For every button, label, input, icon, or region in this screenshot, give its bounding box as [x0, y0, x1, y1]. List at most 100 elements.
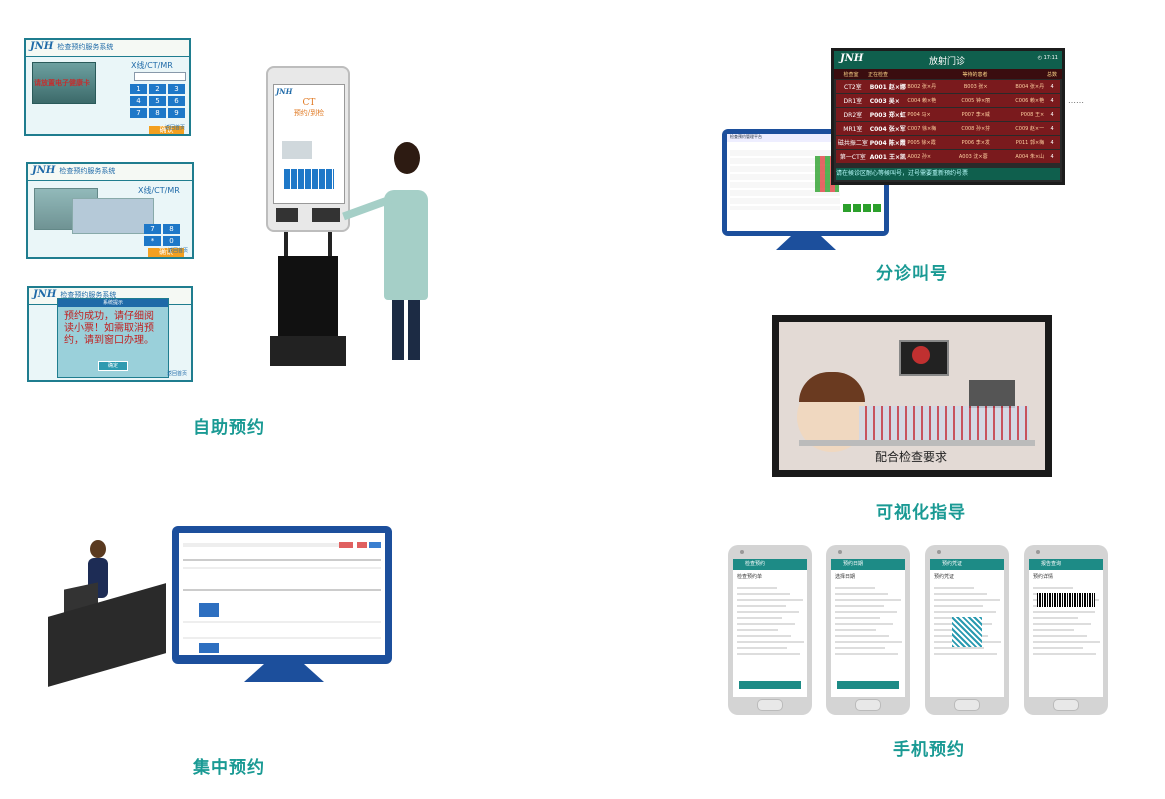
back-home-link[interactable]: 返回首页 [167, 248, 188, 254]
room-name: DR2室 [843, 112, 863, 119]
phone-title: 预约日期 [831, 559, 905, 570]
key[interactable]: 5 [149, 96, 166, 106]
camera-icon [740, 550, 744, 554]
total-count: 4 [1050, 125, 1054, 132]
key[interactable]: 2 [149, 84, 166, 94]
key[interactable]: 4 [130, 96, 147, 106]
dialog-message: 预约成功，请仔细阅读小票！如需取消预约，请到窗口办理。 [64, 311, 154, 346]
monitor-stand [776, 236, 836, 250]
success-dialog: 系统提示 预约成功，请仔细阅读小票！如需取消预约，请到窗口办理。 确定 [57, 298, 169, 378]
call-board-header: JNH 放射门诊 ◴ 17:11 [834, 51, 1062, 69]
phone-screen[interactable]: 报告查询预约详情 [1029, 559, 1103, 697]
scheduling-screen[interactable] [179, 533, 385, 655]
key[interactable]: * [144, 236, 161, 246]
keypad: 7 8 * 0 [144, 224, 180, 246]
call-board-columns: 检查室 正在检查 等待的患者 总数 [834, 69, 1062, 79]
confirm-button[interactable]: 确认 [149, 126, 184, 134]
room-name: MR1室 [843, 126, 863, 133]
confirm-button[interactable]: 确认 [148, 248, 184, 257]
home-button[interactable] [954, 699, 980, 711]
video-subtitle: 配合检查要求 [875, 450, 948, 464]
key[interactable]: 0 [163, 236, 180, 246]
kiosk-display[interactable]: JNH CT 预约/到检 [273, 84, 345, 204]
phone-screen[interactable]: 检查预约检查预约单 [733, 559, 807, 697]
back-home-link[interactable]: 返回首页 [164, 125, 185, 131]
patient-figure [342, 142, 452, 372]
phone-screen[interactable]: 预约日期选择日期 [831, 559, 905, 697]
key[interactable]: 3 [168, 84, 185, 94]
back-home-link[interactable]: 返回首页 [166, 371, 187, 377]
section-label-self-service: 自助预约 [193, 418, 265, 438]
room-name: CT2室 [844, 84, 862, 91]
kiosk-display-title: CT [302, 98, 316, 108]
camera-icon [838, 550, 842, 554]
phone-title: 报告查询 [1029, 559, 1103, 570]
home-button[interactable] [757, 699, 783, 711]
key[interactable]: 9 [168, 108, 185, 118]
home-button[interactable] [1053, 699, 1079, 711]
kiosk-title: X线/CT/MR [131, 61, 173, 70]
phone-screen[interactable]: 预约凭证预约凭证 [930, 559, 1004, 697]
action-button[interactable] [739, 681, 801, 689]
section-label-visual: 可视化指导 [876, 503, 966, 523]
call-board-time: ◴ 17:11 [1037, 55, 1058, 61]
smartphone: 检查预约检查预约单 [728, 545, 812, 715]
monitor-stand [244, 664, 324, 682]
key[interactable]: 8 [149, 108, 166, 118]
key[interactable]: 8 [163, 224, 180, 234]
current-patient: P004 陈×霞 [869, 140, 906, 147]
current-patient: C003 吴× [869, 98, 900, 105]
guidance-video-screen[interactable]: 配合检查要求 [772, 315, 1052, 477]
keypad: 1 2 3 4 5 6 7 8 9 [130, 84, 185, 118]
camera-icon [1036, 550, 1040, 554]
call-board-logo: JNH [840, 53, 864, 64]
total-count: 4 [1050, 111, 1054, 118]
front-desk [48, 540, 168, 687]
loading-dialog [72, 198, 154, 234]
room-name: DR1室 [843, 98, 863, 105]
phone-heading: 预约详情 [1033, 574, 1054, 580]
total-count: 4 [1050, 139, 1054, 146]
self-service-kiosk: JNH CT 预约/到检 [266, 66, 350, 368]
kiosk-display-logo: JNH [276, 87, 293, 96]
smartphone: 预约凭证预约凭证 [925, 545, 1009, 715]
dialog-ok-button[interactable]: 确定 [98, 361, 128, 371]
key[interactable]: 7 [130, 108, 147, 118]
current-patient: P003 郑×虹 [869, 112, 906, 119]
barcode [1037, 593, 1095, 607]
action-button[interactable] [837, 681, 899, 689]
key[interactable]: 1 [130, 84, 147, 94]
section-label-mobile: 手机预约 [893, 740, 965, 760]
card-number-input[interactable] [134, 72, 186, 81]
smartphone: 预约日期选择日期 [826, 545, 910, 715]
room-name: 磁共振二室 [837, 140, 868, 147]
phone-title: 预约凭证 [930, 559, 1004, 570]
room-name: 第一CT室 [839, 154, 866, 161]
home-button[interactable] [855, 699, 881, 711]
key[interactable]: 7 [144, 224, 161, 234]
call-board-ticker: 请在候诊区耐心等候叫号，过号需要重新预约号票 [836, 168, 1060, 180]
section-label-triage: 分诊叫号 [876, 264, 948, 284]
qr-code [952, 617, 982, 647]
key[interactable]: 6 [168, 96, 185, 106]
call-board-title: 放射门诊 [929, 57, 966, 67]
